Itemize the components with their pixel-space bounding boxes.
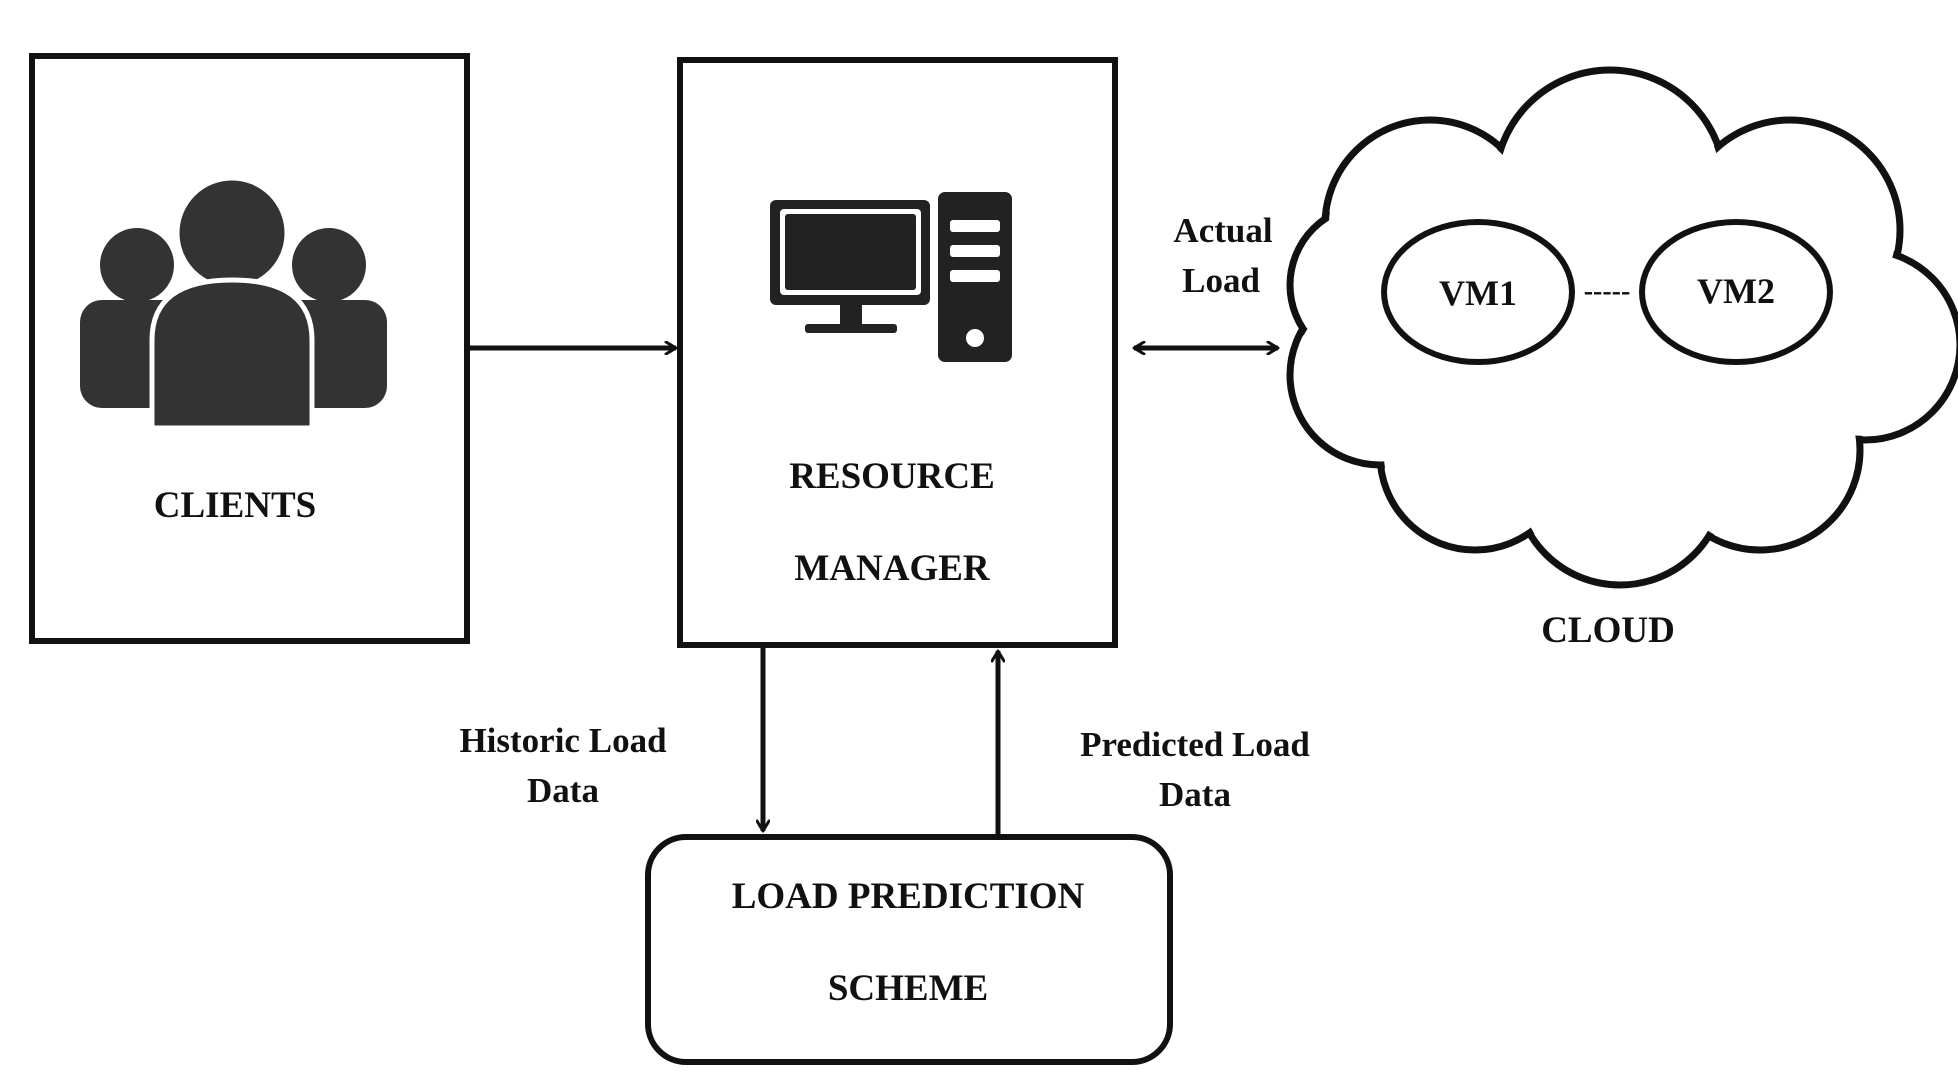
vm1-node: VM1 <box>1381 219 1575 365</box>
vm-link: ----- <box>1584 276 1631 307</box>
clients-node: CLIENTS <box>29 53 470 644</box>
clients-label: CLIENTS <box>154 485 316 526</box>
load-prediction-node: LOAD PREDICTION SCHEME <box>645 834 1173 1065</box>
cloud-label: CLOUD <box>1541 610 1675 651</box>
actual-load-label-line2: Load <box>1182 261 1260 300</box>
cloud-node: VM1 VM2 ----- CLOUD <box>1286 66 1958 651</box>
predicted-load-label-line1: Predicted Load <box>1080 725 1310 764</box>
cloud-fill <box>1294 74 1956 581</box>
vm2-label: VM2 <box>1697 271 1775 311</box>
predicted-load-label-line2: Data <box>1159 775 1231 814</box>
edge-manager-to-prediction: Historic Load Data <box>459 648 763 831</box>
actual-load-label-line1: Actual <box>1173 211 1272 250</box>
edge-manager-cloud: Actual Load <box>1134 211 1278 348</box>
vm1-label: VM1 <box>1439 273 1517 313</box>
historic-load-label-line1: Historic Load <box>459 721 667 760</box>
users-group-icon <box>80 175 387 431</box>
load-prediction-label-line1: LOAD PREDICTION <box>732 876 1085 917</box>
resource-manager-label-line1: RESOURCE <box>789 456 995 497</box>
historic-load-label-line2: Data <box>527 771 599 810</box>
load-prediction-label-line2: SCHEME <box>828 968 988 1009</box>
vm2-node: VM2 <box>1639 219 1833 365</box>
edge-prediction-to-manager: Predicted Load Data <box>998 651 1310 834</box>
resource-manager-node: RESOURCE MANAGER <box>677 57 1118 648</box>
resource-manager-label-line2: MANAGER <box>794 548 991 589</box>
desktop-computer-icon <box>770 192 1012 362</box>
